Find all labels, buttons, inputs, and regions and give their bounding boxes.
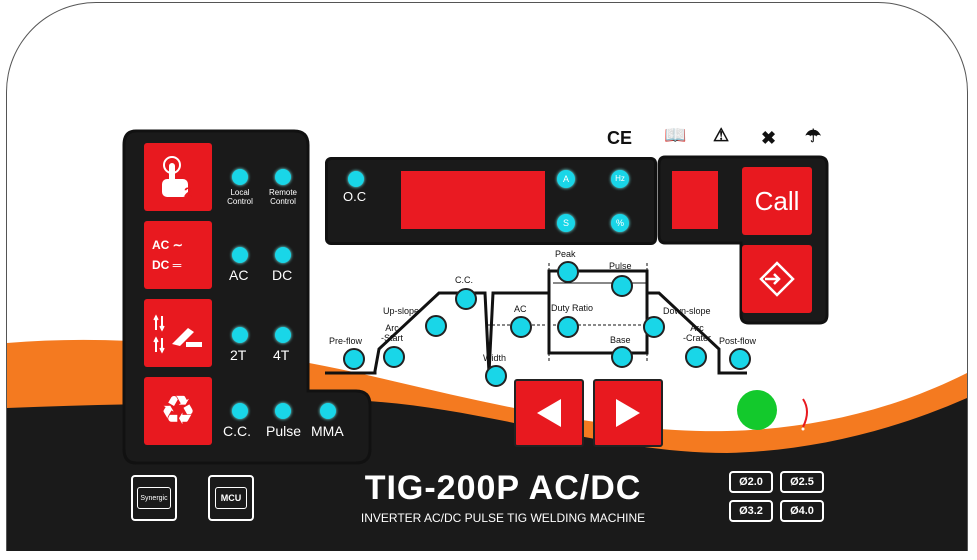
save-memory-button[interactable] bbox=[742, 245, 812, 313]
sine-wave-icon: ∼ bbox=[172, 238, 183, 252]
duty-ratio-label: Duty Ratio bbox=[551, 303, 594, 313]
cc-label: C.C. bbox=[223, 423, 251, 439]
dc-lines-icon: ═ bbox=[172, 258, 182, 272]
width-indicator bbox=[485, 365, 507, 387]
remote-control-label: Remote Control bbox=[268, 188, 297, 206]
peak-indicator bbox=[557, 261, 579, 283]
save-diamond-icon bbox=[759, 261, 795, 297]
local-control-label: Local Control bbox=[227, 188, 253, 206]
trigger-mode-button[interactable] bbox=[144, 299, 212, 367]
model-subtitle: INVERTER AC/DC PULSE TIG WELDING MACHINE bbox=[360, 511, 646, 525]
machine-panel: CE 📖 ⚠ ✖ ☂ 2 Local Control Remote Contro… bbox=[6, 2, 968, 551]
recycle-cycle-icon: ♻ bbox=[160, 389, 196, 433]
duty-ratio-indicator bbox=[557, 316, 579, 338]
arc-start-indicator bbox=[383, 346, 405, 368]
upslope-indicator bbox=[425, 315, 447, 337]
oc-label: O.C bbox=[343, 189, 367, 204]
cc-curve-label: C.C. bbox=[455, 275, 473, 285]
preflow-label: Pre-flow bbox=[329, 336, 363, 346]
electrode-2-5-badge: Ø2.5 bbox=[780, 471, 824, 493]
synergic-chip-icon: Synergic bbox=[131, 475, 177, 521]
ac-label: AC bbox=[229, 267, 249, 283]
model-title: TIG-200P AC/DC bbox=[364, 469, 642, 507]
previous-parameter-button[interactable] bbox=[514, 379, 584, 447]
ac-dc-select-button[interactable]: AC ∼ DC ═ bbox=[144, 221, 212, 289]
hz-unit-led: Hz bbox=[611, 170, 629, 188]
ac-led bbox=[232, 247, 248, 263]
postflow-label: Post-flow bbox=[719, 336, 757, 346]
channel-display bbox=[672, 171, 718, 229]
preflow-indicator bbox=[343, 348, 365, 370]
mcu-chip-icon: MCU bbox=[208, 475, 254, 521]
cc-led bbox=[232, 403, 248, 419]
electrode-2-0-badge: Ø2.0 bbox=[729, 471, 773, 493]
manual-book-icon: 📖 bbox=[664, 125, 687, 145]
downslope-label: Down-slope bbox=[663, 306, 711, 316]
dc-label: DC bbox=[272, 267, 293, 283]
percent-unit-led: % bbox=[611, 214, 629, 232]
cc-indicator bbox=[455, 288, 477, 310]
pulse-led bbox=[275, 403, 291, 419]
torch-trigger-icon bbox=[153, 314, 202, 354]
welding-process-button[interactable]: ♻ bbox=[144, 377, 212, 445]
arc-crater-indicator bbox=[685, 346, 707, 368]
downslope-indicator bbox=[643, 316, 665, 338]
4t-led bbox=[275, 327, 291, 343]
arc-start-label: Arc -Start bbox=[381, 323, 404, 343]
width-label: Width bbox=[483, 353, 507, 363]
call-button[interactable]: Call bbox=[742, 167, 812, 235]
power-indicator-icon bbox=[798, 390, 808, 431]
ac-indicator bbox=[510, 316, 532, 338]
hand-touch-icon: 2 bbox=[162, 156, 192, 200]
mma-led bbox=[320, 403, 336, 419]
arrow-right-icon bbox=[616, 399, 640, 427]
postflow-indicator bbox=[729, 348, 751, 370]
button-number: 2 bbox=[184, 184, 192, 200]
2t-label: 2T bbox=[230, 347, 247, 363]
peak-label: Peak bbox=[555, 249, 576, 259]
amp-unit-led: A bbox=[557, 170, 575, 188]
2t-led bbox=[232, 327, 248, 343]
pulse-indicator bbox=[611, 275, 633, 297]
base-indicator bbox=[611, 346, 633, 368]
pulse-curve-label: Pulse bbox=[609, 261, 632, 271]
next-parameter-button[interactable] bbox=[593, 379, 663, 447]
remote-control-led bbox=[275, 169, 291, 185]
arc-crater-label: Arc -Crater bbox=[683, 323, 712, 343]
parameter-display bbox=[401, 171, 545, 229]
ce-mark-icon: CE bbox=[607, 128, 633, 148]
adjustment-knob[interactable] bbox=[737, 390, 777, 430]
upslope-label: Up-slope bbox=[383, 306, 420, 316]
oc-led bbox=[348, 171, 364, 187]
base-label: Base bbox=[610, 335, 631, 345]
sec-unit-led: S bbox=[557, 214, 575, 232]
arrow-left-icon bbox=[537, 399, 561, 427]
dc-led bbox=[275, 247, 291, 263]
warning-icon: ⚠ bbox=[713, 125, 730, 145]
umbrella-icon: ☂ bbox=[805, 126, 822, 146]
mma-label: MMA bbox=[311, 423, 344, 439]
local-control-led bbox=[232, 169, 248, 185]
pulse-label: Pulse bbox=[266, 423, 302, 439]
electrode-4-0-badge: Ø4.0 bbox=[780, 500, 824, 522]
4t-label: 4T bbox=[273, 347, 290, 363]
remote-control-button[interactable]: 2 bbox=[144, 143, 212, 211]
electrode-3-2-badge: Ø3.2 bbox=[729, 500, 773, 522]
weee-bin-icon: ✖ bbox=[761, 128, 777, 148]
ac-curve-label: AC bbox=[514, 304, 527, 314]
